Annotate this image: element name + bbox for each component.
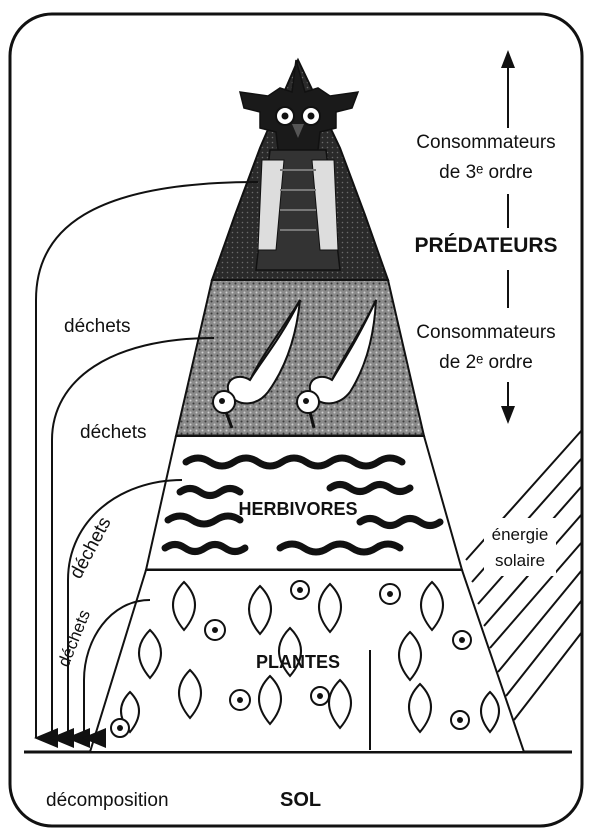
herbivores-label: HERBIVORES	[238, 499, 357, 519]
svg-text:solaire: solaire	[495, 551, 545, 570]
secondary-consumer-layer	[176, 280, 424, 436]
soil-label: SOL	[280, 789, 321, 811]
solar-energy-label: énergie solaire	[484, 518, 556, 576]
waste-label-2: déchets	[80, 422, 147, 443]
consumers-3rd-label-line1: Consommateurs	[416, 132, 555, 153]
plants-label: PLANTES	[256, 652, 340, 672]
svg-text:énergie: énergie	[492, 525, 549, 544]
consumers-2nd-label-line1: Consommateurs	[416, 322, 555, 343]
predators-label: PRÉDATEURS	[414, 234, 557, 257]
waste-label-1: déchets	[64, 316, 131, 337]
decomposition-label: décomposition	[46, 790, 169, 811]
consumers-3rd-label-line2: de 3ᵉ ordre	[439, 162, 533, 183]
consumers-2nd-label-line2: de 2ᵉ ordre	[439, 352, 533, 373]
